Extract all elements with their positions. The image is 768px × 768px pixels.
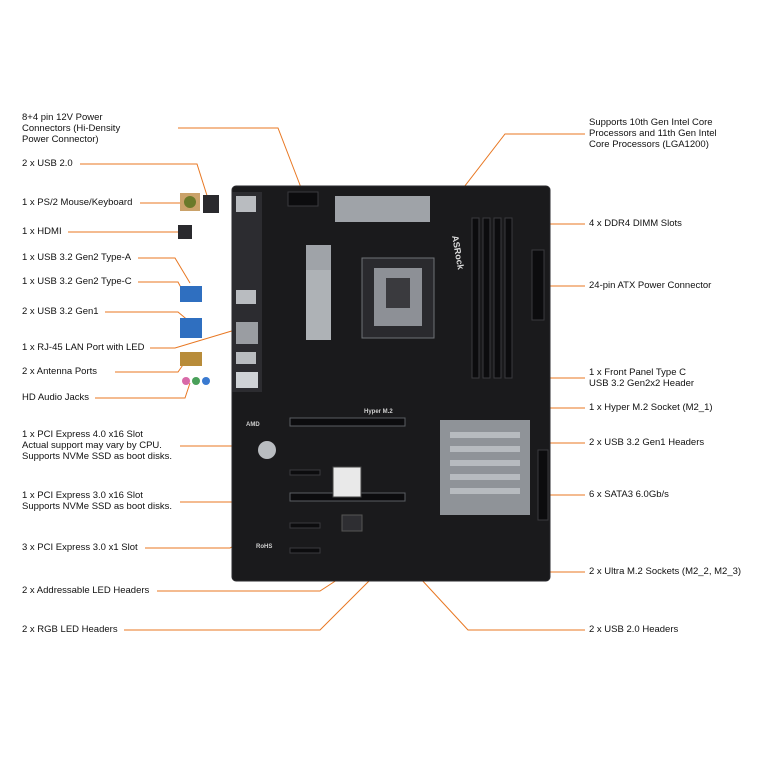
leader-argb bbox=[157, 577, 341, 592]
leader-lan bbox=[150, 329, 236, 349]
callout-power-12v: 8+4 pin 12V Power Connectors (Hi-Density… bbox=[22, 112, 121, 145]
callout-usb20-io: 2 x USB 2.0 bbox=[22, 158, 73, 169]
io-chip bbox=[341, 514, 363, 532]
vrm-heatsink-top bbox=[335, 196, 430, 222]
callout-pcie4: 1 x PCI Express 4.0 x16 Slot Actual supp… bbox=[22, 429, 172, 462]
hyper-m2-text: Hyper M.2 bbox=[364, 409, 393, 415]
callout-usb20-hdr: 2 x USB 2.0 Headers bbox=[589, 624, 679, 635]
cmos-battery bbox=[258, 441, 276, 459]
leader-usb32g2c bbox=[138, 281, 186, 296]
audio-jack-blue bbox=[202, 377, 210, 385]
usb20-port bbox=[203, 195, 219, 213]
wifi-card bbox=[332, 466, 362, 498]
leader-usb20-hdr bbox=[419, 577, 585, 631]
leader-usb32g2a bbox=[138, 257, 191, 284]
leader-power-12v bbox=[178, 127, 306, 199]
hdmi-port bbox=[178, 225, 192, 239]
ps2-port-center bbox=[184, 196, 196, 208]
rohs-text: RoHS bbox=[256, 544, 272, 550]
callout-sata: 6 x SATA3 6.0Gb/s bbox=[589, 489, 669, 500]
io-panel bbox=[178, 193, 219, 385]
antenna-port bbox=[180, 352, 202, 366]
leader-usb32g1-io bbox=[105, 311, 191, 323]
callout-pcie3x1: 3 x PCI Express 3.0 x1 Slot bbox=[22, 542, 138, 553]
usb32-gen2-port bbox=[180, 286, 202, 302]
pcie-x1-b bbox=[289, 469, 321, 476]
callout-dimm: 4 x DDR4 DIMM Slots bbox=[589, 218, 682, 229]
leader-audio bbox=[95, 382, 191, 399]
callout-lan: 1 x RJ-45 LAN Port with LED bbox=[22, 342, 145, 353]
vrm-heatsink-left-b bbox=[306, 270, 331, 340]
pcie-x1-a bbox=[289, 522, 321, 529]
callout-audio: HD Audio Jacks bbox=[22, 392, 90, 403]
callout-usb32g2c: 1 x USB 3.2 Gen2 Type-C bbox=[22, 276, 132, 287]
callout-rgb: 2 x RGB LED Headers bbox=[22, 624, 118, 635]
usb32-gen1-port bbox=[180, 318, 202, 338]
callout-ps2: 1 x PS/2 Mouse/Keyboard bbox=[22, 197, 133, 208]
callout-ultra-m2: 2 x Ultra M.2 Sockets (M2_2, M2_3) bbox=[589, 566, 742, 577]
sata-ports bbox=[537, 449, 549, 521]
callout-argb: 2 x Addressable LED Headers bbox=[22, 585, 150, 596]
callout-cpu: Supports 10th Gen Intel Core Processors … bbox=[589, 117, 717, 150]
pcie4-x16-slot bbox=[289, 417, 406, 427]
atx24-connector bbox=[531, 249, 545, 321]
callout-usb32g2a: 1 x USB 3.2 Gen2 Type-A bbox=[22, 252, 132, 263]
leader-rgb bbox=[124, 577, 373, 631]
leader-antenna bbox=[115, 361, 186, 373]
callout-usb32g1-io: 2 x USB 3.2 Gen1 bbox=[22, 306, 99, 317]
callout-atx24: 24-pin ATX Power Connector bbox=[589, 280, 712, 291]
callout-hyper-m2: 1 x Hyper M.2 Socket (M2_1) bbox=[589, 402, 713, 413]
callout-usb32g1-hdr: 2 x USB 3.2 Gen1 Headers bbox=[589, 437, 705, 448]
amd-text: AMD bbox=[246, 422, 260, 428]
audio-jack-green bbox=[192, 377, 200, 385]
callout-typec-header: 1 x Front Panel Type C USB 3.2 Gen2x2 He… bbox=[589, 367, 695, 389]
callout-pcie3x16: 1 x PCI Express 3.0 x16 Slot Supports NV… bbox=[22, 490, 172, 512]
audio-jack-pink bbox=[182, 377, 190, 385]
leader-usb20-io bbox=[80, 163, 211, 206]
eps-connector bbox=[287, 191, 319, 207]
board-body bbox=[231, 185, 551, 582]
callout-antenna: 2 x Antenna Ports bbox=[22, 366, 97, 377]
pcie-x1-c bbox=[289, 547, 321, 554]
callout-hdmi: 1 x HDMI bbox=[22, 226, 62, 237]
